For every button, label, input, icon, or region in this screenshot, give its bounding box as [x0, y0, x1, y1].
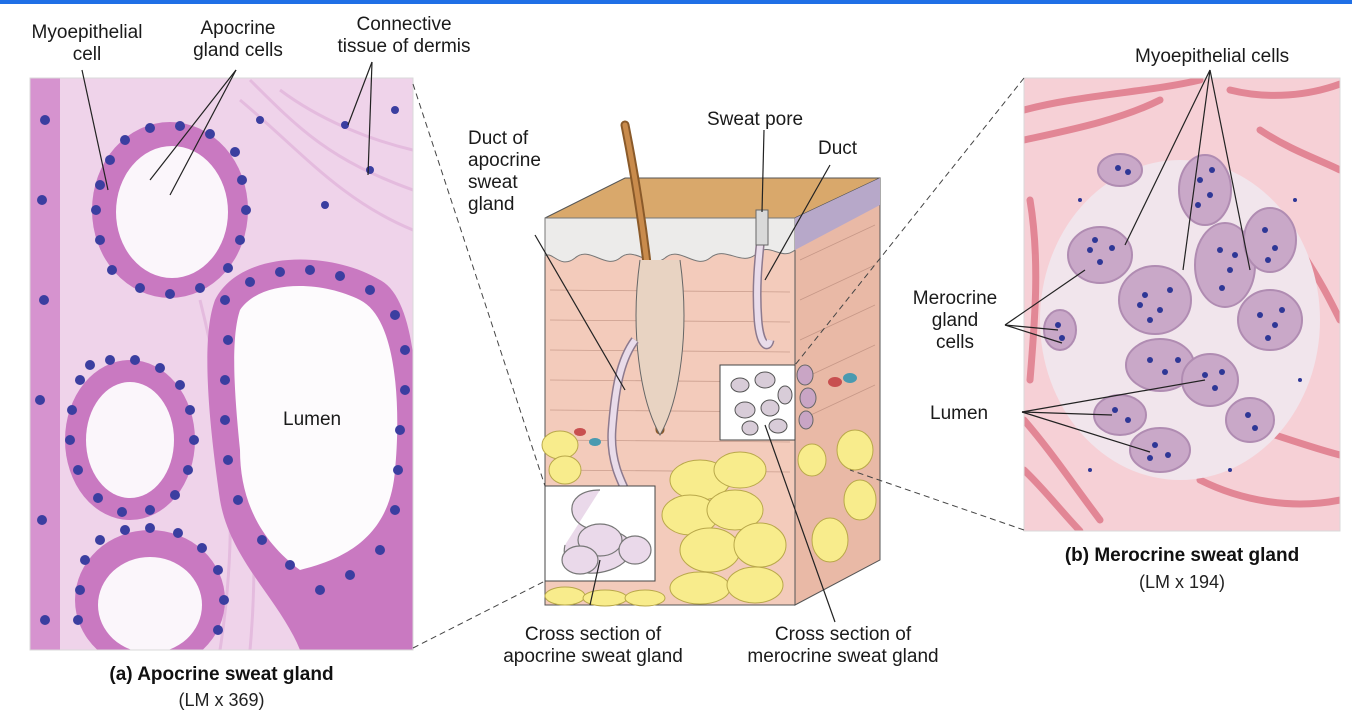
label-merocrine-gland-cells: Merocrine gland cells — [900, 288, 1010, 354]
label-cross-merocrine-line1: Cross section of — [718, 624, 968, 646]
label-myoepithelial-cell: Myoepithelial cell — [12, 22, 162, 66]
label-merocrine-gland-cells-line1: Merocrine — [900, 288, 1010, 310]
caption-merocrine-magnification: (LM x 194) — [1024, 572, 1340, 593]
micrograph-merocrine — [1024, 78, 1340, 531]
label-myoepithelial-cells: Myoepithelial cells — [1135, 46, 1289, 68]
label-cross-apocrine-line2: apocrine sweat gland — [478, 646, 708, 668]
skin-block-illustration — [542, 125, 880, 606]
label-apocrine-gland-cells-line1: Apocrine — [168, 18, 308, 40]
label-duct-apocrine-line2: apocrine — [468, 150, 541, 172]
label-duct-apocrine-line1: Duct of — [468, 128, 541, 150]
label-lumen-b: Lumen — [930, 403, 988, 425]
label-cross-section-merocrine: Cross section of merocrine sweat gland — [718, 624, 968, 668]
label-duct-apocrine-line3: sweat — [468, 172, 541, 194]
label-cross-merocrine-line2: merocrine sweat gland — [718, 646, 968, 668]
label-myoepithelial-cell-line1: Myoepithelial — [12, 22, 162, 44]
micrograph-apocrine — [30, 78, 417, 670]
label-sweat-pore: Sweat pore — [707, 109, 803, 131]
label-cross-apocrine-line1: Cross section of — [478, 624, 708, 646]
label-myoepithelial-cell-line2: cell — [12, 44, 162, 66]
label-merocrine-gland-cells-line3: cells — [900, 332, 1010, 354]
label-apocrine-gland-cells-line2: gland cells — [168, 40, 308, 62]
label-lumen-a: Lumen — [283, 409, 341, 431]
label-merocrine-gland-cells-line2: gland — [900, 310, 1010, 332]
label-apocrine-gland-cells: Apocrine gland cells — [168, 18, 308, 62]
label-duct-apocrine-line4: gland — [468, 194, 541, 216]
label-connective-tissue-line1: Connective — [298, 14, 510, 36]
caption-apocrine-title: (a) Apocrine sweat gland — [30, 664, 413, 686]
label-connective-tissue-line2: tissue of dermis — [298, 36, 510, 58]
label-cross-section-apocrine: Cross section of apocrine sweat gland — [478, 624, 708, 668]
caption-merocrine-title: (b) Merocrine sweat gland — [1024, 545, 1340, 567]
label-connective-tissue: Connective tissue of dermis — [298, 14, 510, 58]
label-duct-apocrine: Duct of apocrine sweat gland — [468, 128, 541, 216]
label-duct: Duct — [818, 138, 857, 160]
caption-apocrine-magnification: (LM x 369) — [30, 690, 413, 711]
